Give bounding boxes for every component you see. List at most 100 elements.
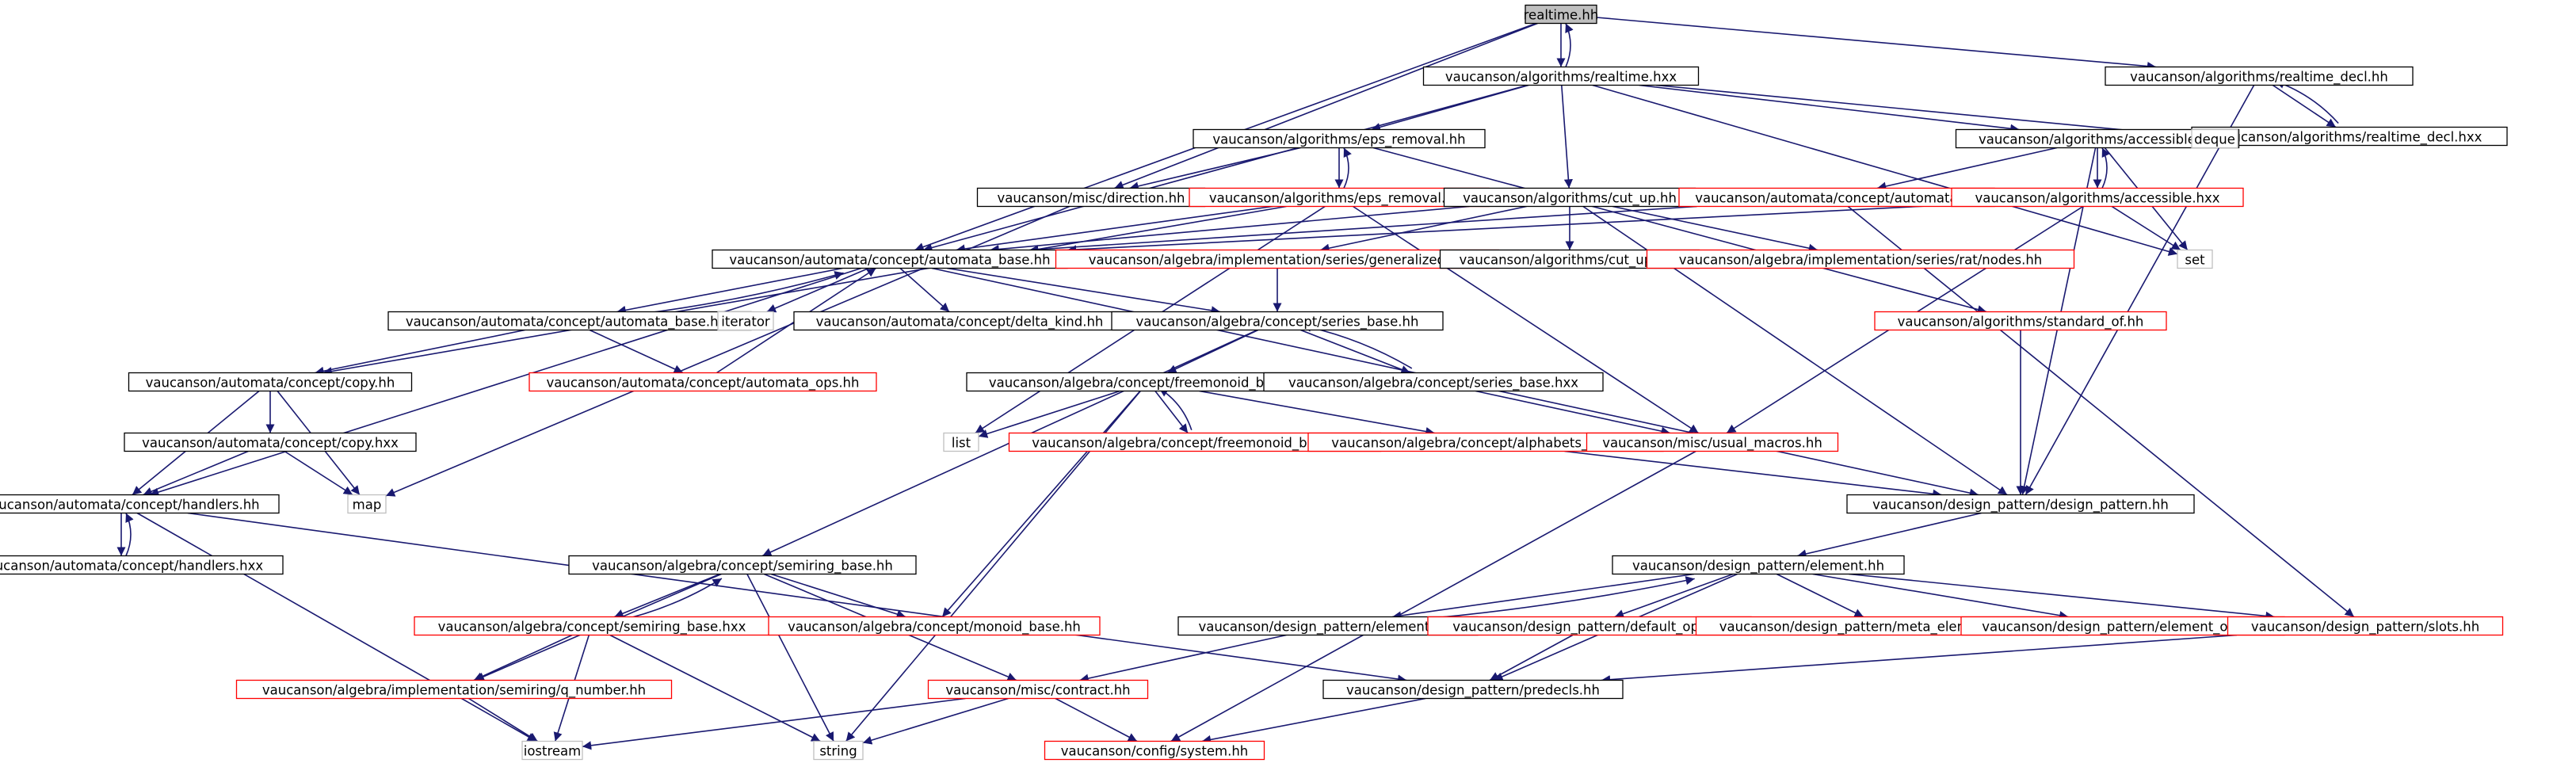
node-label: iostream xyxy=(524,744,582,759)
node-box xyxy=(1322,679,1624,700)
node-box xyxy=(2177,249,2213,269)
include-edge xyxy=(1797,512,1982,559)
file-node-alg-accessible-hh[interactable]: vaucanson/algorithms/accessible.hh xyxy=(1955,128,2240,149)
file-node-aut-concept-automata-hh[interactable]: vaucanson/automata/concept/automata.hh xyxy=(1678,187,1995,208)
include-edge xyxy=(1475,390,1670,436)
file-node-aut-concept-automata-base-hh[interactable]: vaucanson/automata/concept/automata_base… xyxy=(712,249,1068,269)
node-box xyxy=(521,740,583,761)
file-node-string[interactable]: string xyxy=(813,740,864,761)
file-node-algebra-impl-series-rat-nodes-hh[interactable]: vaucanson/algebra/implementation/series/… xyxy=(1646,249,2075,269)
node-box xyxy=(2227,616,2504,636)
file-node-set[interactable]: set xyxy=(2177,249,2213,269)
include-edge xyxy=(1029,205,1697,254)
include-edge xyxy=(956,205,1273,254)
file-node-config-system-hh[interactable]: vaucanson/config/system.hh xyxy=(1044,740,1265,761)
file-node-alg-realtime-decl-hxx[interactable]: vaucanson/algorithms/realtime_decl.hxx xyxy=(2191,126,2508,147)
node-box xyxy=(1044,740,1265,761)
file-node-algebra-concept-semiring-base-hxx[interactable]: vaucanson/algebra/concept/semiring_base.… xyxy=(414,616,770,636)
node-label: vaucanson/algebra/concept/freemonoid_bas… xyxy=(989,376,1307,391)
file-node-aut-concept-copy-hh[interactable]: vaucanson/automata/concept/copy.hh xyxy=(128,372,413,392)
file-node-dp-default-ops-hh[interactable]: vaucanson/design_pattern/default_ops.hh xyxy=(1427,616,1752,636)
include-edge xyxy=(1199,390,1435,437)
include-edge xyxy=(1639,84,2020,133)
file-node-list[interactable]: list xyxy=(943,432,979,452)
include-edge xyxy=(2111,205,2181,251)
include-edge xyxy=(899,267,950,313)
file-node-aut-concept-automata-ops-hh[interactable]: vaucanson/automata/concept/automata_ops.… xyxy=(529,372,877,392)
file-node-design-pattern-hh[interactable]: vaucanson/design_pattern/design_pattern.… xyxy=(1846,494,2195,514)
node-label: vaucanson/automata/concept/automata_base… xyxy=(406,315,734,330)
include-edge xyxy=(1489,634,1574,681)
include-edge xyxy=(1564,450,1942,498)
include-edge xyxy=(616,578,723,622)
file-node-dp-element-hh[interactable]: vaucanson/design_pattern/element.hh xyxy=(1612,555,1905,575)
include-edge xyxy=(322,205,1287,376)
node-label: vaucanson/algebra/concept/freemonoid_bas… xyxy=(1032,436,1358,452)
node-label: vaucanson/automata/concept/automata_base… xyxy=(729,253,1050,269)
file-node-dp-predecls-hh[interactable]: vaucanson/design_pattern/predecls.hh xyxy=(1322,679,1624,700)
node-box xyxy=(1586,432,1839,452)
file-node-aut-concept-handlers-hh[interactable]: vaucanson/automata/concept/handlers.hh xyxy=(0,494,280,514)
file-node-alg-accessible-hxx[interactable]: vaucanson/algorithms/accessible.hxx xyxy=(1951,187,2244,208)
node-label: vaucanson/automata/concept/handlers.hh xyxy=(0,498,260,513)
file-node-alg-eps-removal-hxx[interactable]: vaucanson/algorithms/eps_removal.hxx xyxy=(1189,187,1490,208)
file-node-alg-cut-up-hh[interactable]: vaucanson/algorithms/cut_up.hh xyxy=(1443,187,1696,208)
file-node-dp-slots-hh[interactable]: vaucanson/design_pattern/slots.hh xyxy=(2227,616,2504,636)
file-node-realtime-hh[interactable]: realtime.hh xyxy=(1524,4,1599,25)
file-node-aut-concept-handlers-hxx[interactable]: vaucanson/automata/concept/handlers.hxx xyxy=(0,555,284,575)
node-label: vaucanson/design_pattern/default_ops.hh xyxy=(1452,620,1727,635)
include-edge xyxy=(1812,573,2069,620)
include-edge xyxy=(1067,204,1952,254)
file-node-aut-concept-copy-hxx[interactable]: vaucanson/automata/concept/copy.hxx xyxy=(124,432,417,452)
file-node-iterator[interactable]: iterator xyxy=(717,311,774,331)
include-edge xyxy=(1565,23,1574,67)
file-node-algebra-concept-semiring-base-hh[interactable]: vaucanson/algebra/concept/semiring_base.… xyxy=(568,555,917,575)
node-label: string xyxy=(819,744,857,759)
file-node-algebra-concept-alphabets-base-hh[interactable]: vaucanson/algebra/concept/alphabets_base… xyxy=(1307,432,1664,452)
file-node-misc-contract-hh[interactable]: vaucanson/misc/contract.hh xyxy=(927,679,1149,700)
file-node-algebra-concept-monoid-base-hh[interactable]: vaucanson/algebra/concept/monoid_base.hh xyxy=(768,616,1101,636)
file-node-iostream[interactable]: iostream xyxy=(521,740,583,761)
file-node-aut-concept-delta-kind-hh[interactable]: vaucanson/automata/concept/delta_kind.hh xyxy=(793,311,1126,331)
file-node-algebra-impl-series-generalized-hh[interactable]: vaucanson/algebra/implementation/series/… xyxy=(1055,249,1500,269)
file-node-aut-concept-automata-base-hxx[interactable]: vaucanson/automata/concept/automata_base… xyxy=(387,311,752,331)
file-node-algebra-concept-freemonoid-base-hxx[interactable]: vaucanson/algebra/concept/freemonoid_bas… xyxy=(1008,432,1382,452)
file-node-alg-cut-up-hxx[interactable]: vaucanson/algorithms/cut_up.hxx xyxy=(1439,249,1700,269)
node-box xyxy=(124,432,417,452)
file-node-misc-usual-macros-hh[interactable]: vaucanson/misc/usual_macros.hh xyxy=(1586,432,1839,452)
file-node-alg-eps-removal-hh[interactable]: vaucanson/algorithms/eps_removal.hh xyxy=(1193,128,1486,149)
node-box xyxy=(1646,249,2075,269)
file-node-algebra-impl-semiring-q-number-hh[interactable]: vaucanson/algebra/implementation/semirin… xyxy=(235,679,673,700)
node-label: vaucanson/algebra/concept/monoid_base.hh xyxy=(788,620,1081,635)
file-node-alg-realtime-decl-hh[interactable]: vaucanson/algorithms/realtime_decl.hh xyxy=(2105,66,2414,86)
node-box xyxy=(1874,311,2167,331)
node-box xyxy=(128,372,413,392)
node-label: vaucanson/algorithms/eps_removal.hh xyxy=(1212,132,1465,148)
node-box xyxy=(1525,4,1597,25)
file-node-algebra-concept-series-base-hh[interactable]: vaucanson/algebra/concept/series_base.hh xyxy=(1111,311,1444,331)
file-node-map[interactable]: map xyxy=(347,494,387,514)
include-edge xyxy=(136,512,537,742)
node-label: vaucanson/automata/concept/handlers.hxx xyxy=(0,559,263,574)
file-node-dp-element-ops-hh[interactable]: vaucanson/design_pattern/element_ops.hh xyxy=(1960,616,2285,636)
node-label: vaucanson/config/system.hh xyxy=(1061,744,1249,759)
node-label: vaucanson/automata/concept/automata_ops.… xyxy=(547,376,860,391)
file-node-misc-direction-hh[interactable]: vaucanson/misc/direction.hh xyxy=(976,187,1206,208)
node-box xyxy=(1612,555,1905,575)
include-edge xyxy=(1876,147,2058,191)
node-box xyxy=(1422,66,1700,86)
file-node-alg-realtime-hxx[interactable]: vaucanson/algorithms/realtime.hxx xyxy=(1422,66,1700,86)
node-box xyxy=(347,494,387,514)
file-node-alg-standard-of-hh[interactable]: vaucanson/algorithms/standard_of.hh xyxy=(1874,311,2167,331)
include-edge xyxy=(2275,79,2339,124)
node-label: iterator xyxy=(721,315,770,330)
include-edge xyxy=(922,84,1528,252)
node-label: vaucanson/misc/usual_macros.hh xyxy=(1602,436,1822,452)
node-label: vaucanson/algebra/implementation/series/… xyxy=(1679,253,2043,268)
file-node-deque[interactable]: deque xyxy=(2191,128,2238,149)
file-node-algebra-concept-series-base-hxx[interactable]: vaucanson/algebra/concept/series_base.hx… xyxy=(1263,372,1604,392)
node-box xyxy=(529,372,877,392)
node-box xyxy=(2191,128,2238,149)
node-label: vaucanson/algebra/implementation/series/… xyxy=(1089,253,1466,268)
